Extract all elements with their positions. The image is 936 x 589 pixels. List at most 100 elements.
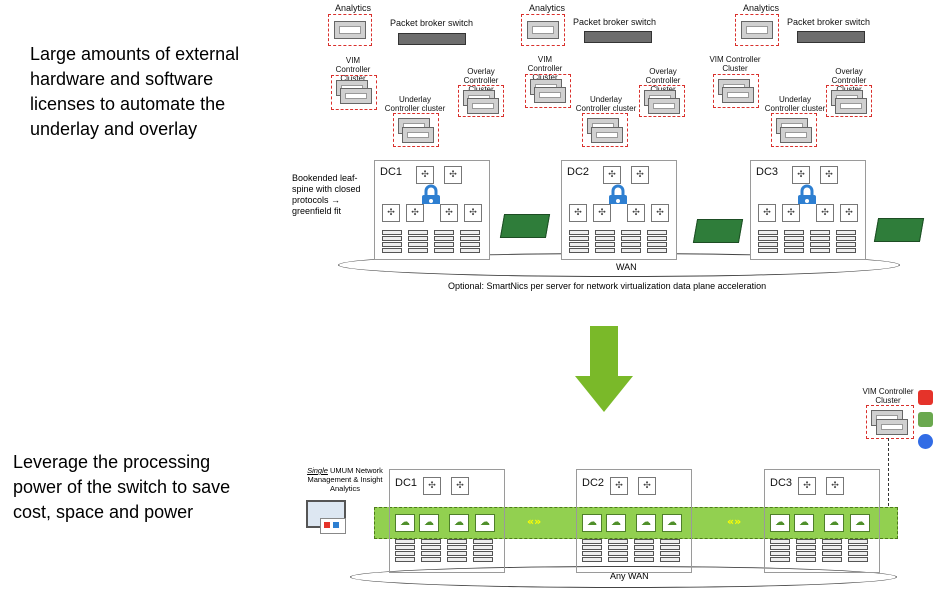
cloud-switch-icon: ☁ <box>662 514 682 532</box>
server-icon <box>621 242 641 247</box>
server-icon <box>848 539 868 544</box>
overlay-controller-box <box>639 85 685 117</box>
server-icon <box>660 551 680 556</box>
server-icon <box>569 230 589 235</box>
server-icon <box>434 236 454 241</box>
server-icon <box>582 557 602 562</box>
server-icon <box>608 545 628 550</box>
server-icon <box>836 230 856 235</box>
top-description: Large amounts of external hardware and s… <box>30 44 240 139</box>
server-icon <box>402 127 434 143</box>
server-icon <box>595 242 615 247</box>
switch-icon: ✣ <box>464 204 482 222</box>
server-icon <box>534 87 566 103</box>
bottom-vim-box <box>866 405 914 439</box>
server-icon <box>421 551 441 556</box>
vim-controller-box <box>525 74 571 108</box>
server-icon <box>770 545 790 550</box>
server-icon <box>784 230 804 235</box>
server-icon <box>447 551 467 556</box>
server-icon <box>660 557 680 562</box>
switch-icon: ✣ <box>593 204 611 222</box>
server-icon <box>770 557 790 562</box>
link-chevrons: «» <box>727 515 742 528</box>
server-icon <box>408 242 428 247</box>
server-icon <box>334 21 366 39</box>
server-icon <box>621 230 641 235</box>
switch-icon: ✣ <box>782 204 800 222</box>
dc-title: DC3 <box>756 166 779 178</box>
server-icon <box>822 557 842 562</box>
server-icon <box>634 539 654 544</box>
server-icon <box>460 248 480 253</box>
server-icon <box>848 545 868 550</box>
lock-icon <box>798 184 816 204</box>
bookended-label: Bookended leaf- spine with closed protoc… <box>292 173 361 216</box>
kubernetes-icon <box>918 434 933 449</box>
server-icon <box>569 236 589 241</box>
overlay-controller-label: Overlay Controller Cluster <box>463 67 499 94</box>
cloud-switch-icon: ☁ <box>475 514 495 532</box>
server-icon <box>340 88 372 104</box>
dc-title: DC1 <box>380 166 403 178</box>
vim-connector <box>888 438 889 506</box>
server-icon <box>836 236 856 241</box>
server-icon <box>796 551 816 556</box>
server-icon <box>822 551 842 556</box>
link-chevrons: «» <box>527 515 542 528</box>
server-icon <box>634 545 654 550</box>
server-icon <box>569 242 589 247</box>
dc-fabric-bottom <box>576 469 692 573</box>
underlay-controller-box <box>582 113 628 147</box>
switch-icon: ✣ <box>627 204 645 222</box>
server-icon <box>447 545 467 550</box>
cloud-switch-icon: ☁ <box>582 514 602 532</box>
server-icon <box>447 557 467 562</box>
server-icon <box>796 557 816 562</box>
server-icon <box>527 21 559 39</box>
switch-icon: ✣ <box>826 477 844 495</box>
server-icon <box>822 539 842 544</box>
dc-title: DC2 <box>582 477 605 489</box>
server-icon <box>660 539 680 544</box>
dc-title: DC2 <box>567 166 590 178</box>
switch-icon: ✣ <box>792 166 810 184</box>
overlay-controller-label: Overlay Controller Cluster <box>831 67 867 94</box>
server-icon <box>408 248 428 253</box>
server-icon <box>647 242 667 247</box>
server-icon <box>848 551 868 556</box>
cloud-switch-icon: ☁ <box>770 514 790 532</box>
server-icon <box>722 87 754 103</box>
switch-icon: ✣ <box>840 204 858 222</box>
overlay-controller-box <box>458 85 504 117</box>
vim-controller-box <box>331 75 377 110</box>
smartnic-icon <box>692 219 744 243</box>
server-icon <box>848 557 868 562</box>
vim-controller-label: VIM Controller Cluster <box>709 55 761 73</box>
dc-title: DC1 <box>395 477 418 489</box>
server-icon <box>647 248 667 253</box>
server-icon <box>421 545 441 550</box>
server-icon <box>648 98 680 114</box>
mgmt-label: Single UMUM Network Management & Insight… <box>307 466 383 493</box>
switch-icon: ✣ <box>638 477 656 495</box>
server-icon <box>608 551 628 556</box>
dc-fabric-bottom <box>764 469 880 573</box>
switch-icon: ✣ <box>758 204 776 222</box>
underlay-controller-label: Underlay Controller cluster <box>764 95 826 113</box>
server-icon <box>591 127 623 143</box>
server-icon <box>473 557 493 562</box>
server-icon <box>758 248 778 253</box>
server-icon <box>836 248 856 253</box>
any-wan-ellipse <box>350 566 897 588</box>
underlay-controller-label: Underlay Controller cluster <box>384 95 446 113</box>
server-icon <box>741 21 773 39</box>
server-icon <box>460 230 480 235</box>
switch-icon: ✣ <box>816 204 834 222</box>
overlay-controller-box <box>826 85 872 117</box>
cloud-switch-icon: ☁ <box>419 514 439 532</box>
server-icon <box>447 539 467 544</box>
overlay-controller-label: Overlay Controller Cluster <box>645 67 681 94</box>
switch-icon: ✣ <box>416 166 434 184</box>
dashboard-icon <box>320 518 346 534</box>
